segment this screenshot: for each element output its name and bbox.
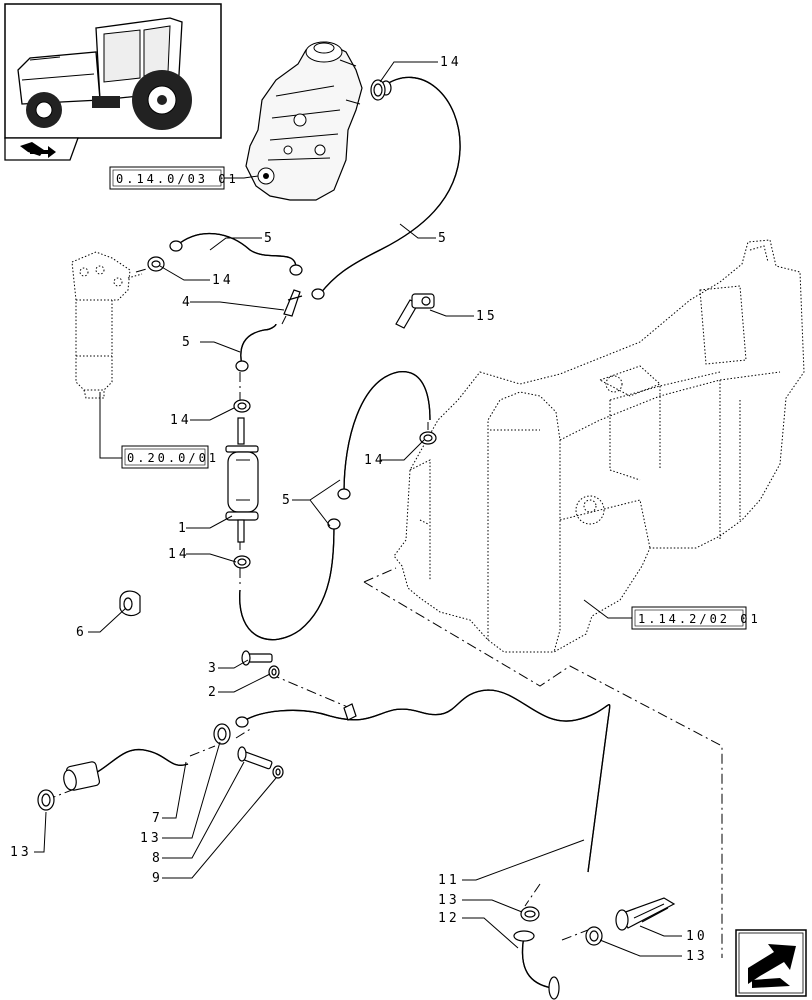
- book-arrow-icon[interactable]: [4, 137, 79, 161]
- callout-3: 3: [208, 661, 219, 676]
- callout-4: 4: [182, 295, 193, 310]
- callout-9: 9: [152, 871, 163, 886]
- clamp-13-c: [585, 926, 603, 946]
- callout-14-lower: 14: [168, 547, 190, 562]
- clamp-14-top: [370, 79, 386, 101]
- callout-5-mid: 5: [182, 335, 193, 350]
- bolt-3: [241, 650, 273, 666]
- clamp-14-mid: [233, 399, 251, 413]
- reference-box-tank[interactable]: 1.14.2/02 01: [631, 606, 761, 630]
- callout-2: 2: [208, 685, 219, 700]
- reference-box-fuel-filter[interactable]: 0.20.0/01: [121, 445, 219, 469]
- washer-2: [268, 665, 280, 679]
- reference-label-injection-pump: 0.14.0/03 01: [116, 172, 239, 186]
- clamp-13-left: [37, 789, 55, 811]
- callout-12: 12: [438, 911, 460, 926]
- callout-11: 11: [438, 873, 460, 888]
- inline-filter-1: [225, 417, 259, 543]
- callout-14-upper: 14: [212, 273, 234, 288]
- small-parts: [37, 79, 676, 946]
- callout-13-c: 13: [686, 949, 708, 964]
- hoses: [63, 76, 611, 1000]
- callouts: 14 5 5 14 4 15 5 14 14 5 1 14 6 3 2 7 13…: [10, 55, 708, 964]
- assembly-lines: [45, 267, 723, 958]
- callout-13-a: 13: [140, 831, 162, 846]
- callout-5-lower: 5: [282, 493, 293, 508]
- callout-13-b: 13: [438, 893, 460, 908]
- next-page-button[interactable]: [735, 929, 807, 997]
- callout-5-upper: 5: [264, 231, 275, 246]
- reference-label-fuel-filter: 0.20.0/01: [127, 451, 219, 465]
- fuel-filter-housing: [71, 251, 143, 399]
- tractor-icon: [17, 17, 192, 130]
- clamp-14-upper: [147, 256, 165, 272]
- callout-14-right: 14: [364, 453, 386, 468]
- clamp-13-a: [213, 723, 231, 745]
- clip-6: [119, 590, 141, 617]
- leader-lines: [34, 61, 682, 957]
- callout-7: 7: [152, 811, 163, 826]
- tractor-thumbnail[interactable]: [4, 3, 222, 139]
- callout-6: 6: [76, 625, 87, 640]
- callout-1: 1: [178, 521, 189, 536]
- injection-pump: [245, 41, 363, 201]
- reference-box-injection-pump[interactable]: 0.14.0/03 01: [109, 166, 239, 190]
- callout-15: 15: [476, 309, 498, 324]
- elbow-fitting-15: [395, 293, 435, 329]
- callout-14-top: 14: [440, 55, 462, 70]
- callout-10: 10: [686, 929, 708, 944]
- next-arrow-icon: [748, 944, 796, 988]
- callout-5-top-right: 5: [438, 231, 449, 246]
- fuel-tank: [393, 239, 805, 653]
- clamp-14-right: [419, 431, 437, 445]
- callout-13-left: 13: [10, 845, 32, 860]
- reference-label-tank: 1.14.2/02 01: [638, 612, 761, 626]
- fitting-10: [615, 897, 676, 931]
- clamp-14-lower: [233, 555, 251, 569]
- bolt-8: [237, 746, 273, 770]
- callout-14-mid: 14: [170, 413, 192, 428]
- callout-8: 8: [152, 851, 163, 866]
- washer-9: [272, 765, 284, 779]
- clamp-13-b: [520, 906, 540, 922]
